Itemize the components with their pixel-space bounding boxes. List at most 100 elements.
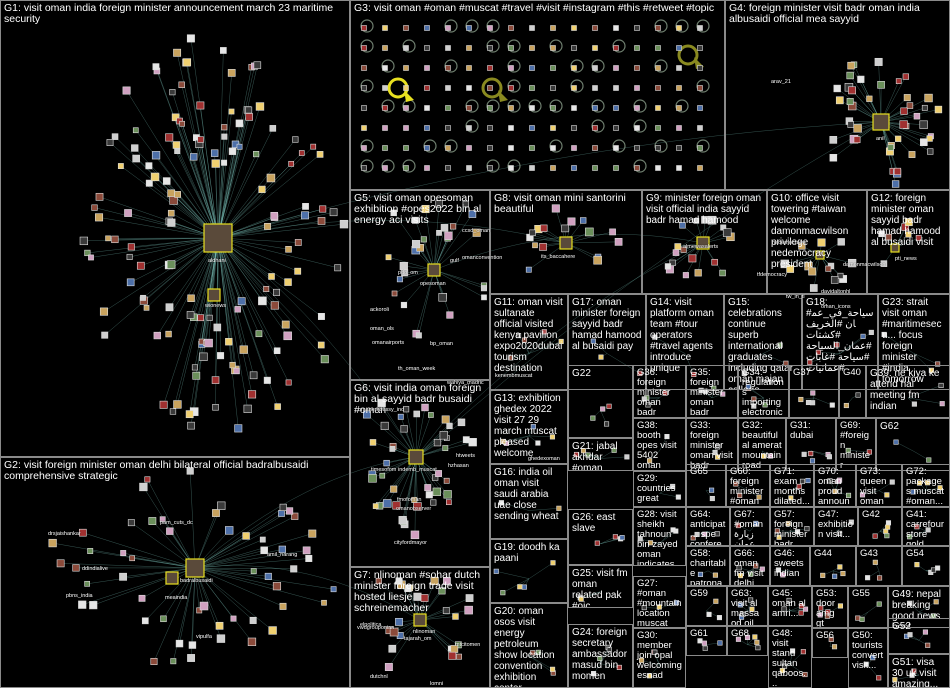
graph-node <box>884 492 890 498</box>
graph-node <box>634 125 640 131</box>
graph-edge <box>659 602 677 609</box>
node-label: drsjaishankar <box>48 531 81 537</box>
group-title: G73: queen visit oman 2010... <box>860 466 887 507</box>
graph-node <box>294 267 302 275</box>
graph-edge <box>403 456 417 522</box>
graph-node <box>788 495 794 501</box>
graph-node <box>145 162 153 170</box>
graph-edge <box>157 237 219 336</box>
node-label: arav_21 <box>771 79 791 85</box>
group-box-g15: G15: celebrations continue superb intern… <box>724 294 802 390</box>
group-title: G65 <box>690 466 708 477</box>
graph-node <box>801 451 807 457</box>
graph-node <box>924 480 931 486</box>
graph-edge <box>217 66 255 239</box>
graph-node <box>600 406 606 412</box>
graph-node <box>777 342 783 348</box>
graph-node <box>249 616 257 624</box>
graph-edge <box>123 552 196 569</box>
graph-node <box>412 216 419 224</box>
graph-node <box>810 390 816 396</box>
group-box-g34: G34: regulations importing electronics p… <box>738 365 789 418</box>
graph-node <box>292 136 299 143</box>
graph-node <box>698 387 704 393</box>
graph-node <box>186 34 195 43</box>
graph-node <box>571 85 577 91</box>
graph-edge <box>510 353 530 359</box>
graph-node <box>916 480 923 486</box>
graph-node <box>281 320 290 329</box>
graph-edge <box>194 567 284 607</box>
graph-node <box>891 180 900 188</box>
graph-node <box>493 568 499 574</box>
graph-node <box>859 616 865 622</box>
graph-node <box>140 294 146 301</box>
node-label: pam_cuts_dc <box>160 520 193 526</box>
graph-edge <box>433 269 485 298</box>
graph-node <box>616 664 622 670</box>
graph-edge <box>418 269 435 336</box>
graph-node <box>298 150 305 156</box>
graph-node <box>141 617 149 625</box>
graph-edge <box>405 409 417 458</box>
graph-node <box>169 408 177 415</box>
graph-node <box>165 303 174 312</box>
graph-node <box>877 81 885 89</box>
group-title: G57: foreign minister badr visit... <box>774 509 808 546</box>
group-title: G14: visit platform oman team #tour oper… <box>650 297 714 374</box>
graph-node <box>762 402 768 408</box>
graph-edge <box>82 532 196 569</box>
graph-node <box>761 453 767 459</box>
graph-node <box>284 278 292 286</box>
graph-node <box>183 58 192 67</box>
graph-node <box>709 487 715 493</box>
graph-node <box>837 603 844 609</box>
graph-edge <box>819 254 853 264</box>
group-box-g63: G63: visit al massaod oil gas... <box>727 586 768 626</box>
graph-edge <box>789 608 806 611</box>
graph-node <box>775 567 781 573</box>
graph-edge <box>217 237 268 381</box>
graph-node <box>253 61 262 69</box>
graph-edge <box>155 66 219 239</box>
graph-node <box>799 478 806 484</box>
graph-edge <box>518 335 530 354</box>
group-title: G50: tourists convert visit... <box>852 630 884 671</box>
graph-node <box>837 238 845 246</box>
graph-node <box>196 607 203 614</box>
graph-node <box>751 396 757 402</box>
graph-node <box>462 436 470 444</box>
graph-node <box>580 448 587 454</box>
self-loop <box>696 139 710 153</box>
graph-node <box>529 125 535 131</box>
graph-edge <box>194 567 254 572</box>
graph-edge <box>217 116 250 239</box>
graph-node <box>907 534 913 540</box>
group-box-g16: G16: india oil oman visit saudi arabia u… <box>490 464 568 539</box>
graph-node <box>247 637 257 646</box>
graph-node <box>308 529 317 538</box>
node-label: nlinoman <box>413 629 436 635</box>
group-box-g23: G23: strait visit oman #maritimesecu... … <box>878 294 950 390</box>
graph-edge <box>126 90 219 239</box>
graph-node <box>487 45 493 51</box>
graph-node <box>272 582 282 591</box>
graph-node <box>829 153 838 162</box>
self-loop <box>612 139 626 153</box>
node-label: dutchnl <box>370 674 388 680</box>
graph-node <box>798 396 804 403</box>
graph-node <box>433 438 442 447</box>
graph-node <box>379 472 386 479</box>
graph-node <box>613 125 619 131</box>
graph-node <box>278 545 286 553</box>
graph-edge <box>419 609 469 621</box>
group-title: G66: oman fm visit delhi muscat... <box>734 548 764 586</box>
graph-node <box>676 65 682 71</box>
graph-node <box>166 260 176 269</box>
graph-node <box>175 639 184 648</box>
group-box-g51: G51: visa 30 uk visit amazing... <box>888 654 950 688</box>
graph-node <box>845 492 852 498</box>
graph-edge <box>684 353 694 375</box>
graph-node <box>361 125 367 131</box>
self-loop <box>360 159 374 173</box>
